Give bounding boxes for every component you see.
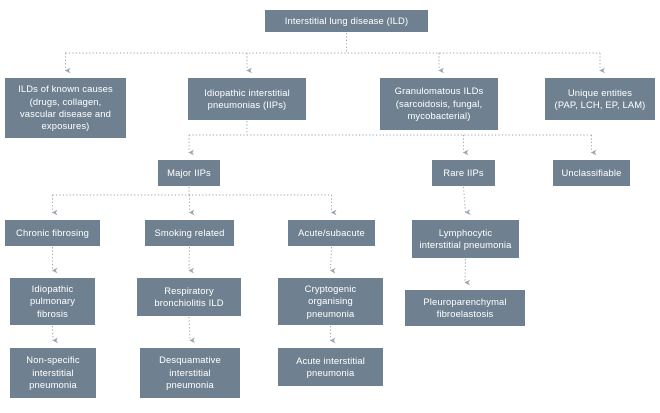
node-granulomatous: Granulomatous ILDs (sarcoidosis, fungal,… (380, 78, 498, 130)
node-rare_iips: Rare IIPs (432, 160, 495, 186)
node-known_causes: ILDs of known causes (drugs, collagen, v… (5, 78, 126, 138)
edge-lip-to-ppfe (464, 258, 471, 286)
node-unclassifiable: Unclassifiable (553, 160, 630, 186)
node-unique: Unique entities (PAP, LCH, EP, LAM) (545, 78, 655, 120)
edge-ipf-to-nsip (52, 325, 59, 344)
edge-smoking-to-rbild (188, 246, 195, 274)
node-lip: Lymphocytic interstitial pneumonia (412, 220, 519, 258)
node-major_iips: Major IIPs (158, 160, 220, 186)
node-dip: Desquamative interstitial pneumonia (140, 348, 240, 398)
node-ild: Interstitial lung disease (ILD) (265, 10, 428, 32)
node-rbild: Respiratory bronchiolitis ILD (137, 278, 241, 316)
edge-rbild-to-dip (188, 316, 196, 344)
edge-acute-subacute-to-cop (329, 246, 336, 274)
node-smoking: Smoking related (145, 220, 234, 246)
node-iip: Idiopathic interstitial pneumonias (IIPs… (188, 78, 306, 120)
node-acute_sub: Acute/subacute (288, 220, 375, 246)
node-nsip: Non-specific interstitial pneumonia (10, 348, 96, 398)
node-ipf: Idiopathic pulmonary fibrosis (10, 278, 95, 325)
edge-rare-iips-to-lip (463, 186, 471, 216)
node-cop: Cryptogenic organising pneumonia (278, 278, 383, 325)
node-ppfe: Pleuroparenchymal fibroelastosis (405, 290, 525, 326)
node-chronic_fib: Chronic fibrosing (5, 220, 100, 246)
node-aip: Acute interstitial pneumonia (278, 348, 383, 386)
